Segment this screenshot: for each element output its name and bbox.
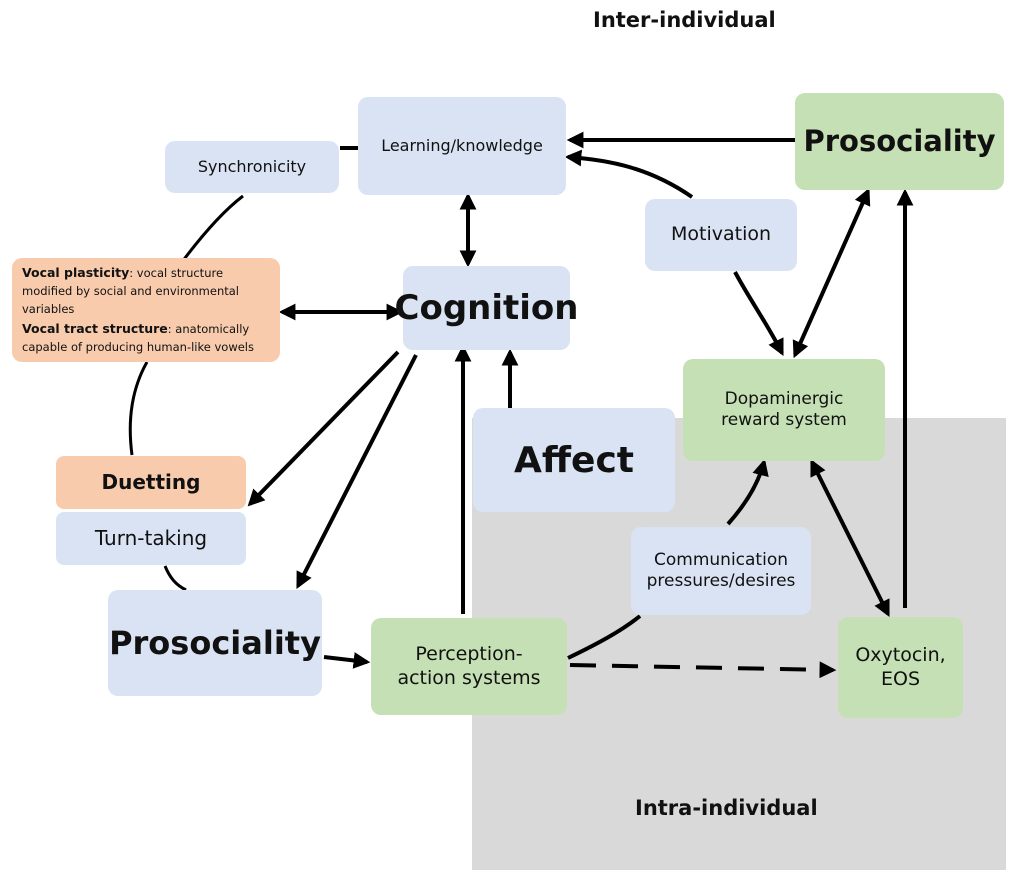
arrow-motivation-to-learning [564,149,694,199]
arrow-prosociality-to-perception [323,652,371,669]
cognition-node: Cognition [395,266,579,350]
vocal-tract-term: Vocal tract structure [22,320,168,336]
motivation-node: Motivation [645,199,797,271]
vocal-plasticity-node: Vocal plasticity: vocal structure modifi… [12,258,280,362]
arrow-motivation-to-dopaminergic [733,271,784,357]
prosociality-bottom-label: Prosociality [109,624,321,662]
synchronicity-node: Synchronicity [165,141,339,193]
learning-knowledge-label: Learning/knowledge [381,136,543,155]
perception-action-node: Perception-action systems [371,618,567,715]
arrow-cognition-to-prosociality [296,354,418,589]
prosociality-bottom-node: Prosociality [108,590,322,696]
vocal-tract-text: Vocal tract structure: anatomically capa… [22,319,270,357]
communication-node: Communication pressures/desires [631,527,811,615]
perception-action-label: Perception-action systems [397,642,541,689]
arrow-communication-to-dopaminergic [726,458,769,526]
link-synchronicity-vocal [180,194,244,263]
arrow-dopaminergic-oxytocin [810,458,890,618]
vocal-plasticity-desc: : vocal structure modified by social and… [22,266,239,317]
synchronicity-label: Synchronicity [197,157,307,176]
oxytocin-node: Oxytocin, EOS [838,617,963,718]
intra-individual-heading: Intra-individual [635,796,818,820]
vocal-plasticity-text: Vocal plasticity: vocal structure modifi… [22,263,270,318]
affect-node: Affect [473,408,675,512]
affect-label: Affect [514,439,634,481]
prosociality-top-label: Prosociality [803,124,996,159]
vocal-tract-desc: : anatomically capable of producing huma… [22,321,254,354]
vocal-plasticity-term: Vocal plasticity [22,265,130,281]
prosociality-top-node: Prosociality [795,93,1004,190]
communication-label: Communication pressures/desires [646,549,796,591]
link-turntaking-prosociality [163,565,187,592]
cognition-label: Cognition [394,287,579,328]
learning-knowledge-node: Learning/knowledge [358,97,566,195]
arrow-cognition-to-duetting [247,350,400,507]
motivation-label: Motivation [670,223,772,246]
dopaminergic-label: Dopaminergic reward system [721,388,847,430]
turn-taking-node: Turn-taking [56,512,246,565]
arrow-perception-to-oxytocin-dashed [569,661,837,679]
inter-individual-heading: Inter-individual [593,8,776,32]
dopaminergic-node: Dopaminergic reward system [683,359,885,461]
oxytocin-label: Oxytocin, EOS [855,643,946,690]
arrow-dopaminergic-prosociality [792,187,871,359]
duetting-label: Duetting [101,470,201,494]
turn-taking-label: Turn-taking [94,526,208,550]
link-perception-communication [567,614,642,660]
link-vocal-duetting [128,361,149,456]
duetting-node: Duetting [56,456,246,509]
